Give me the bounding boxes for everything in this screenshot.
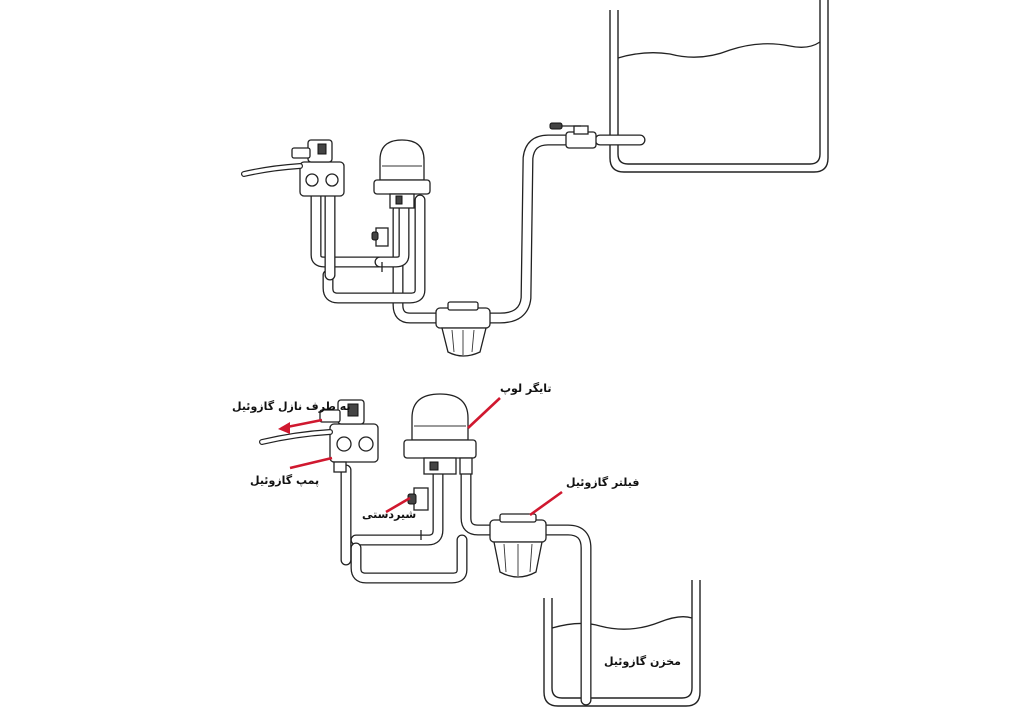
bottom-tank <box>543 580 701 707</box>
leader-hand-valve <box>385 496 411 514</box>
label-tiger-loop: تایگر لوپ <box>500 382 552 395</box>
leader-filter <box>529 490 563 517</box>
top-hand-valve <box>371 227 389 272</box>
bottom-nozzle-hose <box>259 429 333 445</box>
bottom-hand-valve <box>407 487 429 540</box>
label-hand-valve: شیردستی <box>362 508 417 521</box>
callout-arrows <box>278 397 563 517</box>
leader-pump <box>289 456 333 470</box>
bottom-filter <box>489 513 547 578</box>
top-tiger-loop <box>373 139 431 209</box>
leader-tiger-loop <box>467 397 501 429</box>
bottom-pipes <box>340 464 592 706</box>
top-nozzle-hose <box>241 163 303 177</box>
arrowhead-to-nozzle <box>278 422 290 434</box>
top-ball-valve <box>549 122 597 149</box>
label-filter: فیلتر گازوئیل <box>566 476 640 489</box>
top-tank <box>609 0 829 173</box>
top-filter <box>435 301 491 357</box>
label-tank: مخزن گازوئیل <box>604 655 681 668</box>
top-assembly <box>241 0 829 357</box>
bottom-pump <box>319 399 379 473</box>
bottom-assembly <box>259 393 701 707</box>
label-nozzle-direction: به طرف نازل گازوئیل <box>232 400 351 413</box>
label-pump: پمپ گازوئیل <box>250 474 320 487</box>
top-pipes <box>310 134 646 324</box>
bottom-tiger-loop <box>403 393 477 475</box>
top-pump <box>291 139 345 197</box>
